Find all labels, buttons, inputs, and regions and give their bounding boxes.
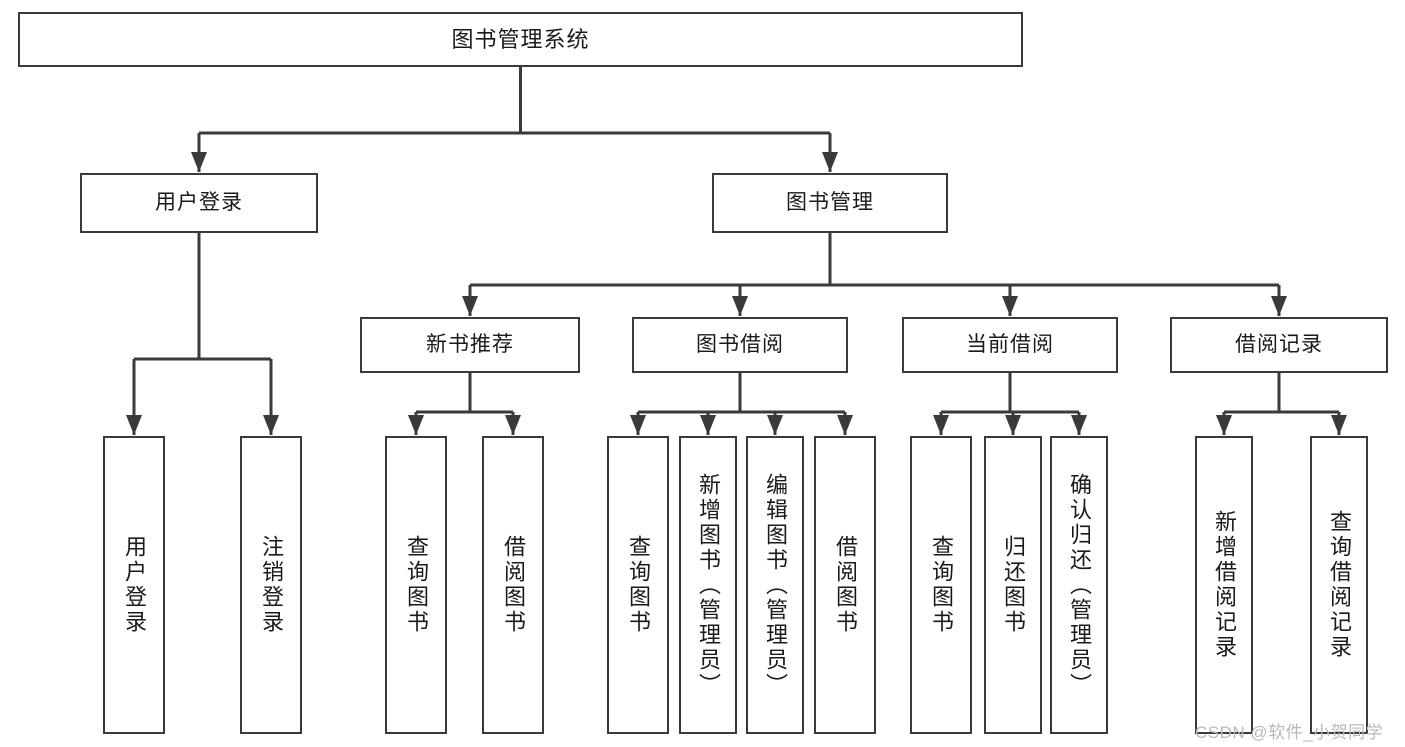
node-leaf6[interactable]: 新增图书（管理员） bbox=[679, 436, 737, 734]
arrowhead-icon bbox=[1071, 415, 1087, 435]
node-label: 借阅图书 bbox=[500, 535, 526, 635]
arrowhead-icon bbox=[263, 415, 279, 435]
node-label: 图书借阅 bbox=[696, 332, 784, 356]
node-root[interactable]: 图书管理系统 bbox=[18, 12, 1023, 67]
node-leaf5[interactable]: 查询图书 bbox=[607, 436, 669, 734]
node-leaf13[interactable]: 查询借阅记录 bbox=[1310, 436, 1368, 734]
node-leaf7[interactable]: 编辑图书（管理员） bbox=[746, 436, 804, 734]
arrowhead-icon bbox=[505, 415, 521, 435]
arrowhead-icon bbox=[408, 415, 424, 435]
node-label: 编辑图书（管理员） bbox=[762, 472, 788, 698]
watermark: CSDN @软件_小贺同学 bbox=[1195, 723, 1384, 742]
node-label: 借阅记录 bbox=[1235, 332, 1323, 356]
arrowhead-icon bbox=[732, 296, 748, 316]
arrowhead-icon bbox=[1216, 415, 1232, 435]
arrowhead-icon bbox=[191, 152, 207, 172]
node-l3c[interactable]: 当前借阅 bbox=[902, 317, 1118, 373]
node-label: 查询图书 bbox=[928, 535, 954, 635]
arrowhead-icon bbox=[837, 415, 853, 435]
arrowhead-icon bbox=[1271, 296, 1287, 316]
node-leaf11[interactable]: 确认归还（管理员） bbox=[1050, 436, 1108, 734]
node-label: 图书管理系统 bbox=[451, 26, 590, 52]
node-label: 确认归还（管理员） bbox=[1066, 472, 1092, 698]
node-leaf8[interactable]: 借阅图书 bbox=[814, 436, 876, 734]
node-label: 查询图书 bbox=[625, 535, 651, 635]
arrowhead-icon bbox=[1331, 415, 1347, 435]
node-l3a[interactable]: 新书推荐 bbox=[360, 317, 580, 373]
node-label: 当前借阅 bbox=[966, 332, 1054, 356]
node-leaf3[interactable]: 查询图书 bbox=[385, 436, 447, 734]
node-label: 用户登录 bbox=[121, 535, 147, 635]
node-label: 借阅图书 bbox=[832, 535, 858, 635]
arrowhead-icon bbox=[822, 152, 838, 172]
arrowhead-icon bbox=[700, 415, 716, 435]
node-label: 归还图书 bbox=[1000, 535, 1026, 635]
node-leaf12[interactable]: 新增借阅记录 bbox=[1195, 436, 1253, 734]
node-leaf4[interactable]: 借阅图书 bbox=[482, 436, 544, 734]
arrowhead-icon bbox=[1005, 415, 1021, 435]
node-leaf10[interactable]: 归还图书 bbox=[984, 436, 1042, 734]
node-l3b[interactable]: 图书借阅 bbox=[632, 317, 848, 373]
node-label: 查询图书 bbox=[403, 535, 429, 635]
arrowhead-icon bbox=[767, 415, 783, 435]
node-label: 新增借阅记录 bbox=[1211, 510, 1237, 660]
node-leaf1[interactable]: 用户登录 bbox=[103, 436, 165, 734]
arrowhead-icon bbox=[462, 296, 478, 316]
node-l2a[interactable]: 用户登录 bbox=[80, 173, 318, 233]
node-l2b[interactable]: 图书管理 bbox=[712, 173, 948, 233]
node-leaf2[interactable]: 注销登录 bbox=[240, 436, 302, 734]
arrowhead-icon bbox=[630, 415, 646, 435]
node-label: 新书推荐 bbox=[426, 332, 514, 356]
arrowhead-icon bbox=[126, 415, 142, 435]
node-label: 注销登录 bbox=[258, 535, 284, 635]
arrowhead-icon bbox=[1002, 296, 1018, 316]
node-leaf9[interactable]: 查询图书 bbox=[910, 436, 972, 734]
node-label: 用户登录 bbox=[155, 190, 243, 214]
node-label: 新增图书（管理员） bbox=[695, 472, 721, 698]
node-label: 查询借阅记录 bbox=[1326, 510, 1352, 660]
node-label: 图书管理 bbox=[786, 190, 874, 214]
node-l3d[interactable]: 借阅记录 bbox=[1170, 317, 1388, 373]
arrowhead-icon bbox=[933, 415, 949, 435]
